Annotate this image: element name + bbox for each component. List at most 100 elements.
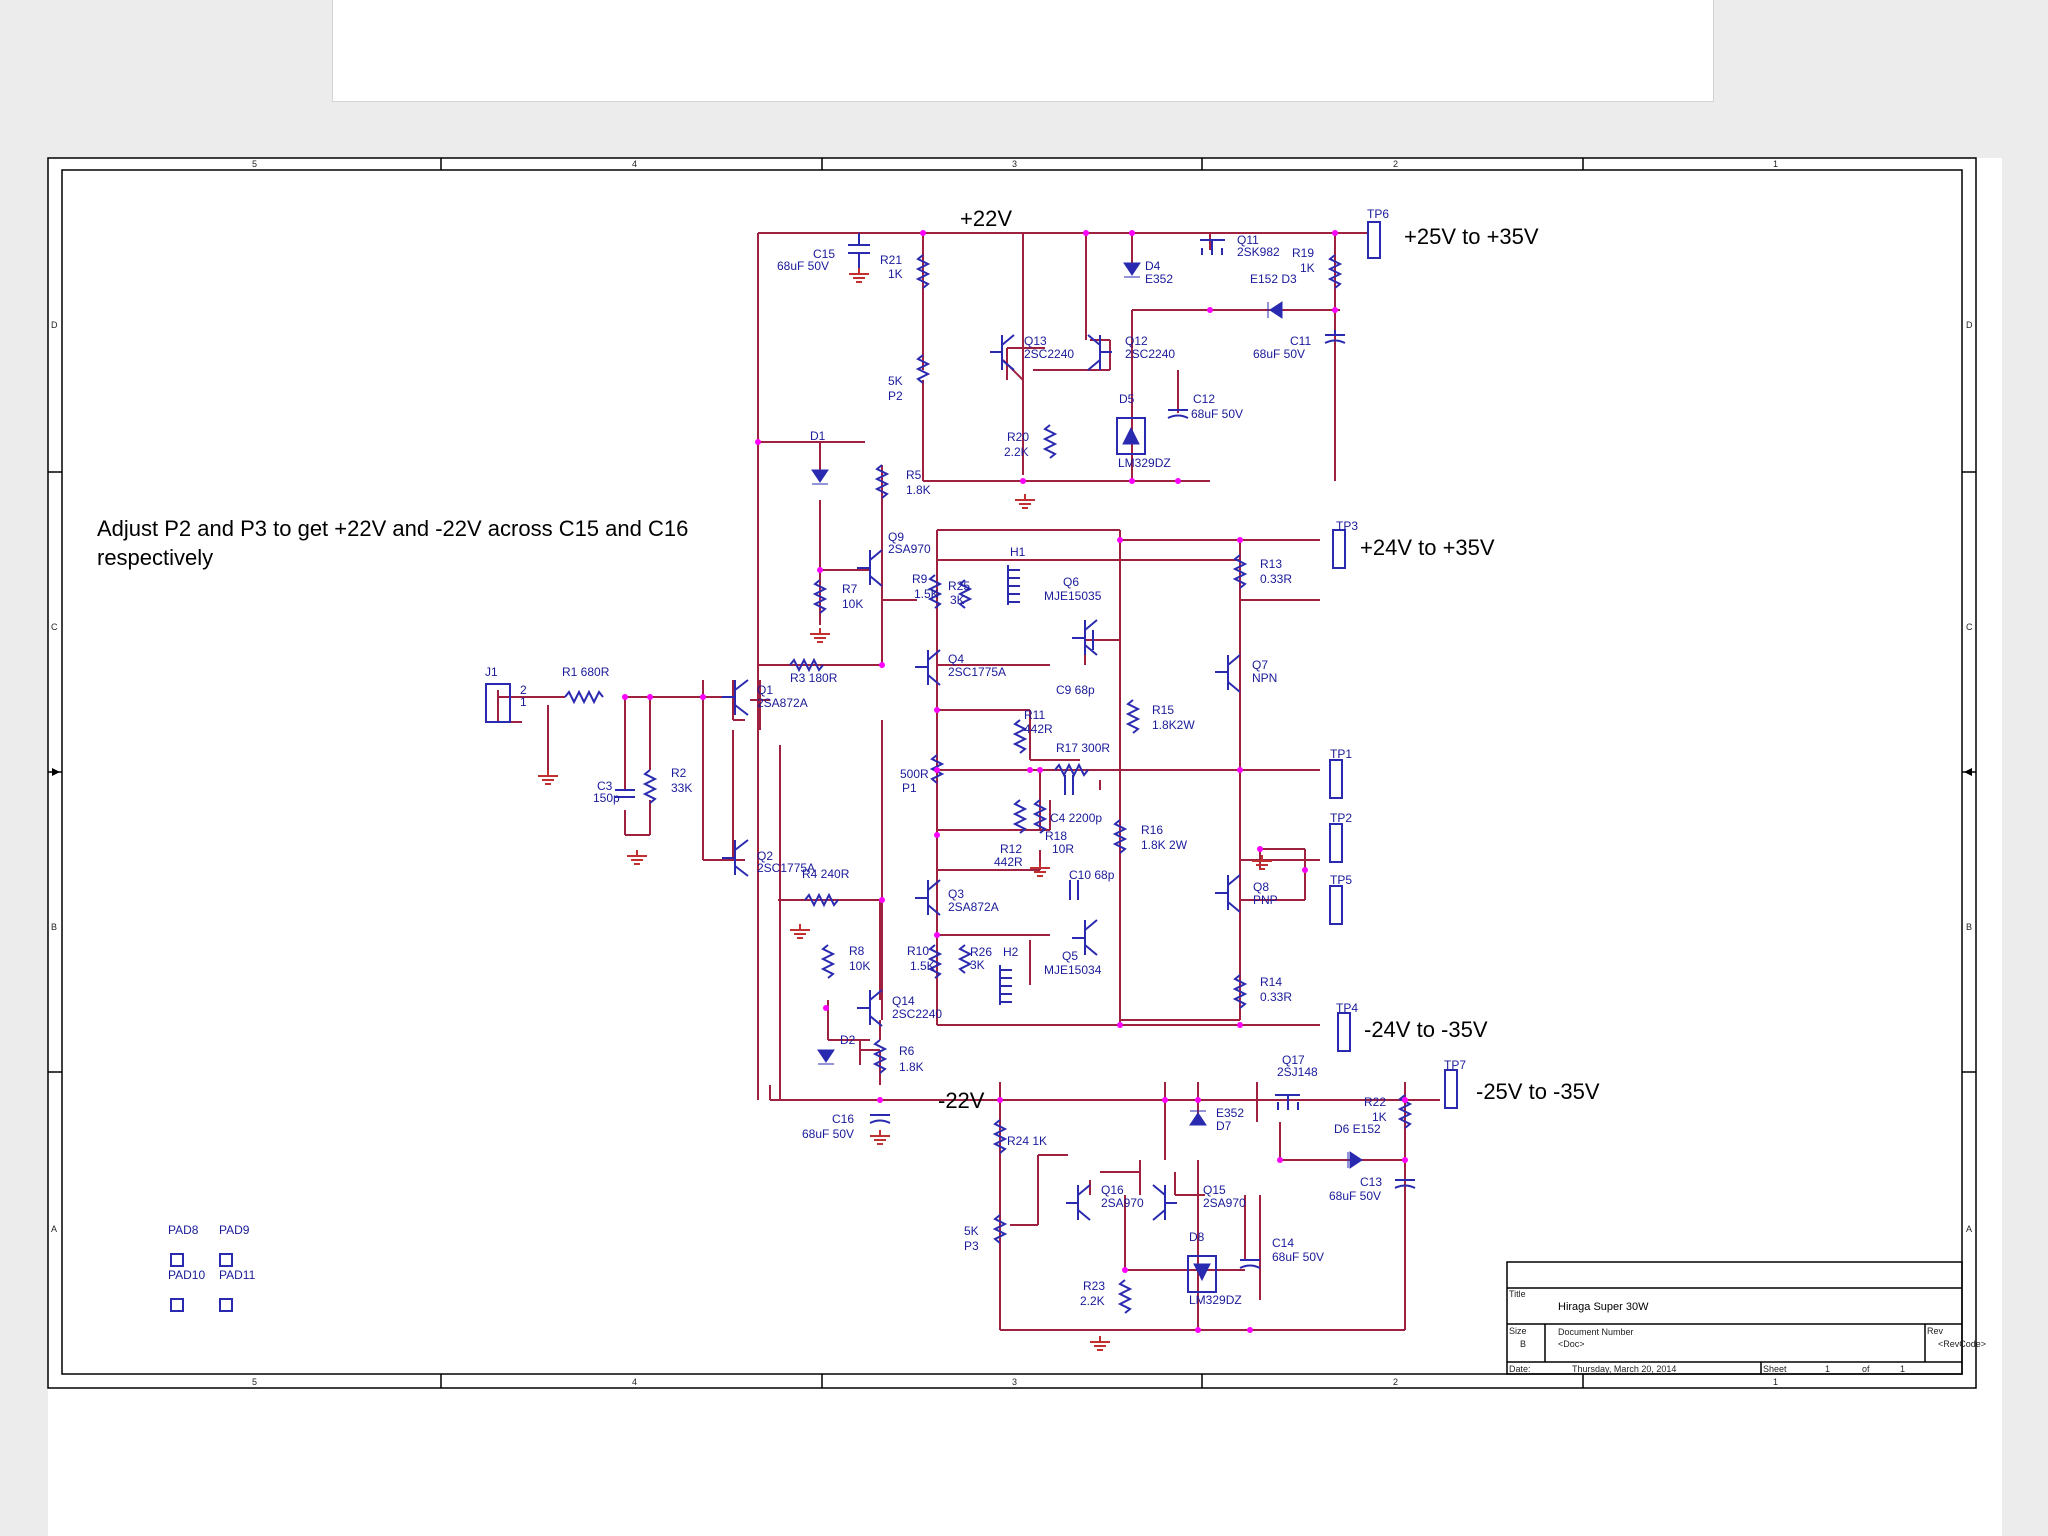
label-d8: D8 xyxy=(1189,1230,1205,1244)
label-p2-value: P2 xyxy=(888,389,903,403)
testpoint-tp3 xyxy=(1332,529,1346,569)
title-block: Title Hiraga Super 30W Size B Document N… xyxy=(1506,1261,1986,1375)
label-pad10: PAD10 xyxy=(168,1268,205,1282)
label-h2: H2 xyxy=(1003,945,1019,959)
label-q14-value: 2SC2240 xyxy=(892,1007,942,1021)
transistor-q15 xyxy=(1152,1184,1177,1221)
label-c4: C4 2200p xyxy=(1050,811,1102,825)
label-r23: R23 xyxy=(1083,1279,1105,1293)
label-p1-value: P1 xyxy=(902,781,917,795)
label-r7-value: 10K xyxy=(842,597,863,611)
frame-column-labels: 5 4 3 2 1 5 4 3 2 1 D C B A D C B A xyxy=(51,159,1973,1387)
label-q11-value: 2SK982 xyxy=(1237,245,1280,259)
heatsink-h1 xyxy=(1007,565,1020,605)
label-r14: R14 xyxy=(1260,975,1282,989)
sheet-frame xyxy=(47,157,1977,1389)
resistor-r5 xyxy=(874,464,890,499)
label-r20: R20 xyxy=(1007,430,1029,444)
label-q15: Q15 xyxy=(1203,1183,1226,1197)
date-label: Date: xyxy=(1509,1364,1531,1374)
label-pad9: PAD9 xyxy=(219,1223,250,1237)
col-label-1-top: 1 xyxy=(1773,159,1778,169)
label-r9-value: 1.5K xyxy=(914,587,939,601)
label-q17: Q17 xyxy=(1282,1053,1305,1067)
testpoint-tp1 xyxy=(1329,759,1343,799)
label-r10-value: 1.5K xyxy=(910,959,935,973)
label-q8: Q8 xyxy=(1253,880,1269,894)
resistor-r11 xyxy=(1012,719,1028,754)
label-r6: R6 xyxy=(899,1044,915,1058)
label-r1: R1 680R xyxy=(562,665,610,679)
label-q9: Q9 xyxy=(888,530,904,544)
resistor-r15 xyxy=(1125,699,1141,734)
resistor-r12 xyxy=(1012,799,1028,834)
label-r5: R5 xyxy=(906,468,922,482)
label-tp5: TP5 xyxy=(1330,873,1352,887)
label-tp6: TP6 xyxy=(1367,207,1389,221)
resistor-r20 xyxy=(1042,424,1058,459)
heatsink-h2 xyxy=(999,965,1012,1005)
label-c15-value: 68uF 50V xyxy=(777,259,829,273)
wires xyxy=(497,232,1440,1331)
title-value: Hiraga Super 30W xyxy=(1558,1301,1649,1313)
row-label-b-left: B xyxy=(51,922,57,932)
label-q6: Q6 xyxy=(1063,575,1079,589)
transistor-q8 xyxy=(1215,874,1241,913)
resistor-r25 xyxy=(957,579,973,609)
testpoint-tp5 xyxy=(1329,885,1343,925)
resistor-r4 xyxy=(804,892,839,908)
label-pad11: PAD11 xyxy=(219,1268,256,1282)
col-label-3-top: 3 xyxy=(1012,159,1017,169)
top-blank-panel xyxy=(332,0,1714,102)
resistor-r8 xyxy=(820,944,836,979)
rev-label: Rev xyxy=(1927,1326,1944,1336)
label-j1-pin1: 1 xyxy=(520,695,527,709)
reference-d8-triangle xyxy=(1193,1263,1211,1282)
resistor-r26 xyxy=(957,944,973,974)
rail-label-minus22v: -22V xyxy=(938,1088,985,1113)
transistor-q7 xyxy=(1215,654,1241,693)
label-r15: R15 xyxy=(1152,703,1174,717)
pad-9 xyxy=(219,1253,233,1267)
label-q7: Q7 xyxy=(1252,658,1268,672)
label-r2-value: 33K xyxy=(671,781,692,795)
label-c15: C15 xyxy=(813,247,835,261)
label-r6-value: 1.8K xyxy=(899,1060,924,1074)
label-pad8: PAD8 xyxy=(168,1223,199,1237)
label-h1: H1 xyxy=(1010,545,1026,559)
sheet-label: Sheet xyxy=(1763,1364,1787,1374)
label-r17: R17 300R xyxy=(1056,741,1110,755)
resistor-r21 xyxy=(915,254,931,289)
capacitor-c11 xyxy=(1324,330,1346,344)
label-r21: R21 xyxy=(880,253,902,267)
label-r2: R2 xyxy=(671,766,687,780)
resistor-r7 xyxy=(812,579,828,614)
label-d5-value: LM329DZ xyxy=(1118,456,1171,470)
label-q16-value: 2SA970 xyxy=(1101,1196,1144,1210)
row-label-a-right: A xyxy=(1966,1224,1972,1234)
date-value: Thursday, March 20, 2014 xyxy=(1572,1364,1676,1374)
resistor-r2 xyxy=(642,769,658,804)
label-r3: R3 180R xyxy=(790,671,838,685)
label-q4-value: 2SC1775A xyxy=(948,665,1006,679)
reference-d5-triangle xyxy=(1122,426,1140,445)
capacitor-c4 xyxy=(1064,775,1074,795)
label-d3: E152 D3 xyxy=(1250,272,1297,286)
resistor-r14 xyxy=(1232,974,1248,1009)
docnum-label: Document Number xyxy=(1558,1327,1634,1337)
ground-symbols xyxy=(537,267,1273,1351)
label-tp4: TP4 xyxy=(1336,1001,1358,1015)
resistor-r3 xyxy=(789,657,824,673)
row-label-d-right: D xyxy=(1966,320,1973,330)
transistor-q4 xyxy=(915,649,941,686)
rev-value: <RevCode> xyxy=(1938,1339,1986,1349)
label-p3-value: P3 xyxy=(964,1239,979,1253)
size-label: Size xyxy=(1509,1326,1527,1336)
label-j1-pin2: 2 xyxy=(520,683,527,697)
label-r5-value: 1.8K xyxy=(906,483,931,497)
label-q14: Q14 xyxy=(892,994,915,1008)
diode-d6 xyxy=(1347,1151,1363,1169)
label-q9-value: 2SA970 xyxy=(888,542,931,556)
col-label-1-bottom: 1 xyxy=(1773,1377,1778,1387)
